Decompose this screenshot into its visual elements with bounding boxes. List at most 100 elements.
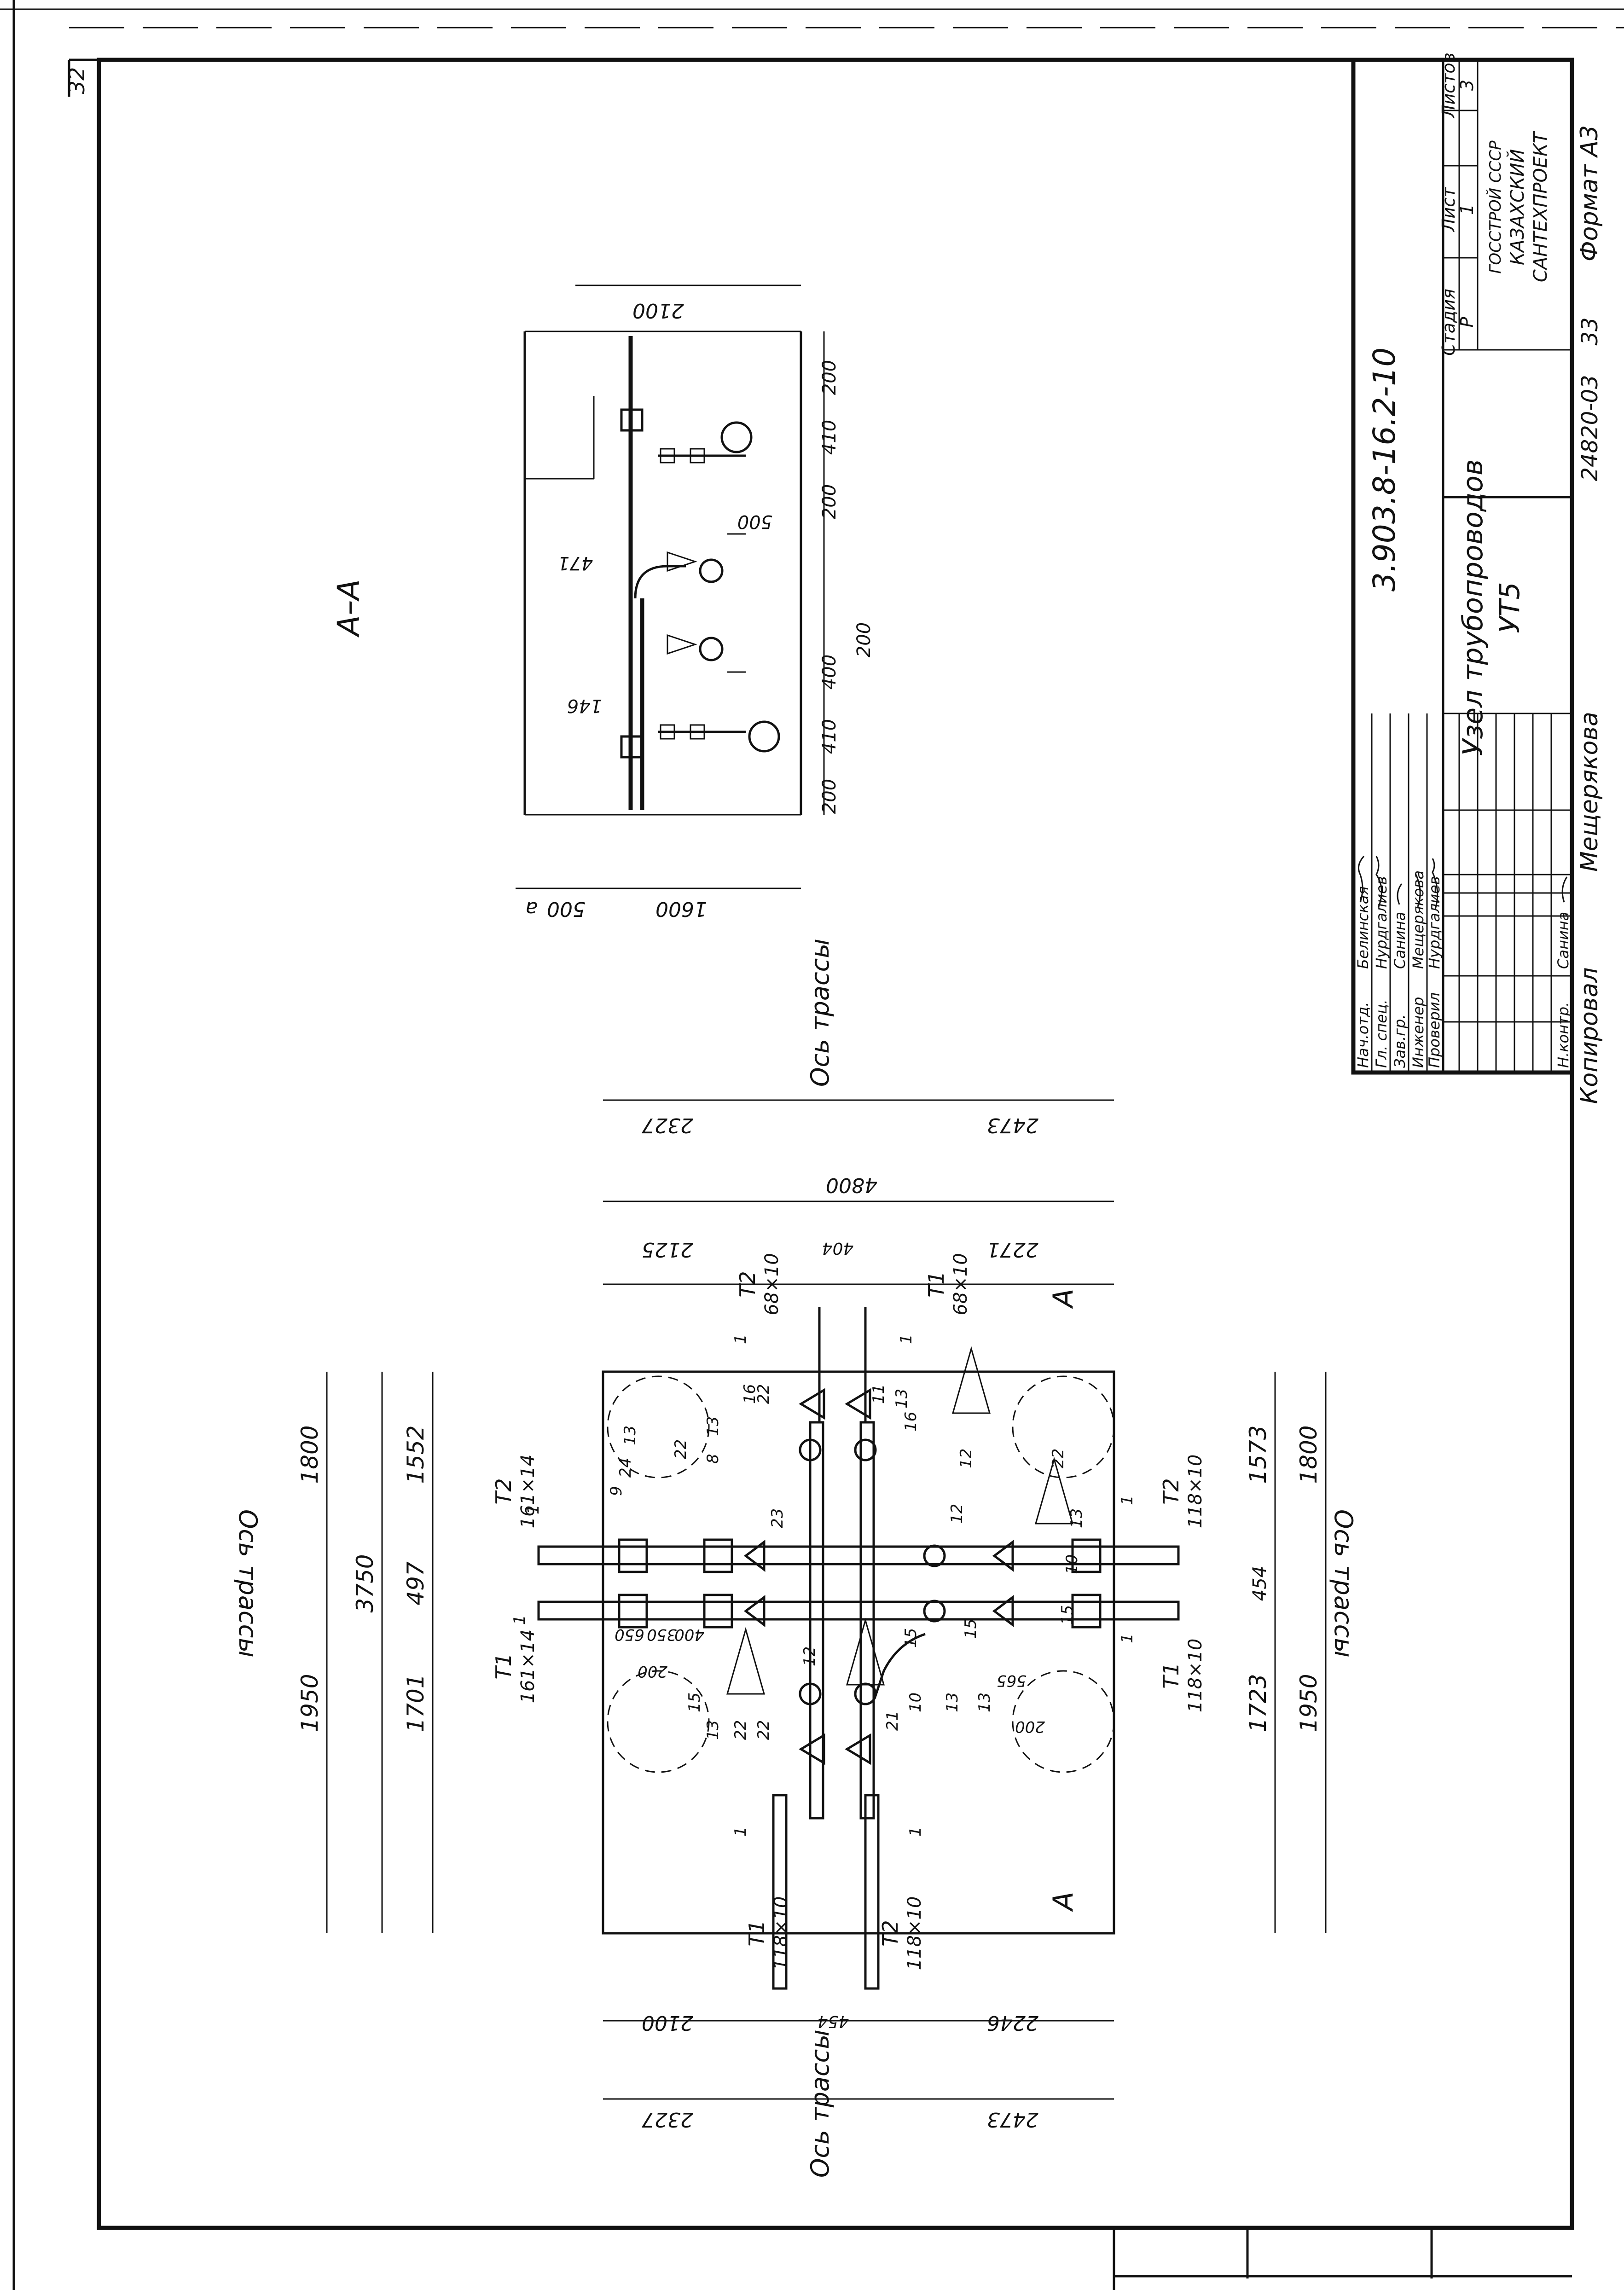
drain-tank [720,421,753,453]
drain-row [658,720,780,753]
pos-label: 10 [1063,1554,1081,1574]
pipe-t1-top-size: 68×10 [950,1253,971,1315]
title-line1: Узел трубопроводов [1457,459,1489,756]
org-line2: КАЗАХСКИЙ [1506,149,1528,265]
signature-1 [1375,856,1382,907]
section-dim-bottom-3: 200 [819,484,840,519]
plan-top-dim-3: 2125 [642,1238,693,1261]
manhole-circle [607,1670,710,1773]
plan-right-dim-1: 1950 [1295,1674,1322,1732]
plan-right-dim-3: 454 [1249,1566,1270,1601]
signature-3 [1415,874,1421,907]
valve [660,448,675,464]
flange [1071,1594,1102,1629]
gauge [923,1544,946,1567]
flange [703,1538,733,1573]
name-0: Белинская [1354,886,1372,969]
flange [620,735,644,759]
section-extra-bottom: 200 [853,622,875,657]
pos-label: 16 [902,1412,920,1432]
pos-label: 22 [731,1720,750,1740]
pos-label: 350 [647,1625,677,1644]
branch-pipe [809,1421,824,1820]
flange [1071,1538,1102,1573]
org-line3: САНТЕХПРОЕКТ [1530,130,1551,282]
pos-label: 10 [906,1693,925,1712]
plan-left-dim-4: 497 [402,1561,429,1606]
section-label-2: 500 [737,511,772,532]
gauge [699,558,724,583]
gauge [799,1438,822,1461]
gauge [699,637,724,661]
drain-row [658,421,753,464]
pos-label: 22 [672,1439,690,1459]
pos-label: 12 [948,1504,966,1524]
pos-label: 1 [731,1334,750,1344]
pipe-t1-bottom-size: 118×10 [771,1896,792,1971]
section-mark-a-top: А [1047,1288,1079,1309]
signature-6 [1561,876,1568,903]
plan-top-dim-5: 2271 [987,1238,1038,1261]
pos-label: 8 [704,1454,722,1464]
pipe-t1 [537,1600,1180,1621]
bottom-code: 24820-03 [1577,375,1603,481]
manhole-circle [607,1375,710,1478]
section-aa: А–А 2100 1600 500 а [331,284,875,921]
title-block: 3.903.8-16.2-10 Узел трубопроводов УТ5 С… [1351,52,1603,1104]
branch-pipe [864,1794,880,1990]
pipe-t2 [537,1545,1180,1565]
plan-bottom-dim-1: 454 [818,2012,849,2031]
pos-label: 13 [975,1693,994,1712]
section-elbow [634,565,686,599]
pos-label: 1 [524,1504,543,1514]
section-dim-left-2: а [526,897,538,921]
branch-pipe [859,1421,875,1820]
pos-label: 1 [1118,1495,1137,1505]
section-label-1: 471 [558,552,593,574]
plan-bottom-dim-4: 2473 [987,2108,1038,2131]
pipe-t1-top: Т1 [924,1271,949,1297]
flange [618,1594,648,1629]
pos-label: 23 [768,1508,787,1528]
pos-label: 11 [870,1384,888,1404]
pipe-t1-bottom: Т1 [744,1920,769,1946]
axis-label-bottom: Ось трассы [806,2029,835,2178]
sheet-frame [97,58,1574,2230]
pipe-t1-left: Т1 [491,1653,516,1679]
axis-label-top: Ось трассы [806,939,835,1087]
section-dim-bottom-4: 410 [819,420,840,455]
flange [703,1594,733,1629]
plan-left-dim-0: 1800 [296,1425,323,1484]
pos-label: 15 [1058,1605,1077,1625]
gauge [923,1600,946,1623]
name-3: Мещерякова [1409,870,1427,969]
plan-left-dim-1: 3750 [352,1554,378,1612]
copied-name: Мещерякова [1576,712,1603,872]
pos-label: 200 [1015,1717,1045,1736]
gate-valve [743,1540,766,1627]
section-dim-left-1: 500 [547,897,586,921]
section-mark-a-bottom: А [1047,1891,1079,1912]
valve [690,448,705,464]
thermo-cone [667,551,697,655]
section-dim-bottom-1: 410 [819,719,840,754]
pos-label: 13 [893,1389,911,1409]
value-stage: Р [1457,317,1477,327]
pipe-t2-bottom-size: 118×10 [904,1896,925,1971]
section-dim-bottom-5: 200 [819,360,840,395]
plan-right-dim-0: 1800 [1295,1425,1322,1484]
title-block-frame [1351,58,1574,1075]
pos-label: 13 [621,1426,639,1445]
pipe-t1-left-size: 161×14 [517,1629,539,1704]
plan-top-dim-0: 2327 [642,1113,693,1137]
gate-valve [799,1733,871,1765]
role-1: Гл. спец. [1373,999,1390,1068]
role-0: Нач.отд. [1354,1002,1372,1068]
axis-label-right: Ось трассы [1329,1509,1358,1658]
pipe-t2-top-size: 68×10 [761,1253,783,1315]
axis-label-left: Ось трассы [233,1509,262,1658]
pos-label: 400 [674,1625,704,1644]
branch-pipe [772,1794,788,1990]
pos-label: 12 [800,1646,819,1666]
